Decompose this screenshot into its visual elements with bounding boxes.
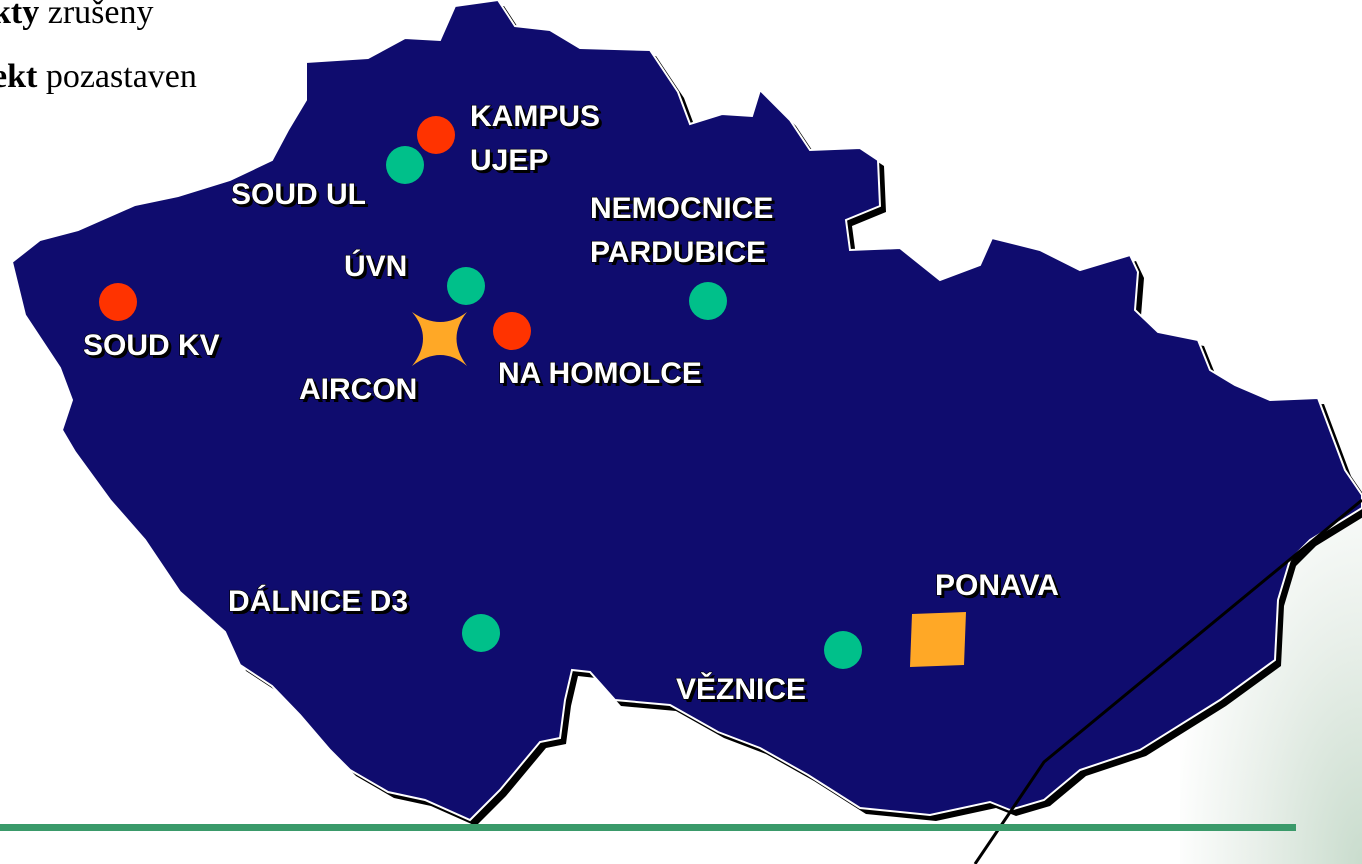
legend-cancelled-text: zrušeny (39, 0, 154, 31)
marker-na-homolce[interactable] (493, 312, 531, 350)
legend-suspended-bold: ekt (0, 58, 38, 95)
label-ponava: PONAVA PONAVA (934, 568, 1062, 605)
svg-text:AIRCON: AIRCON (302, 376, 420, 409)
marker-veznice[interactable] (824, 631, 862, 669)
label-nemocnice: NEMOCNICE (590, 192, 773, 225)
label-veznice-text: VĚZNICE (676, 672, 806, 706)
svg-text:PONAVA: PONAVA (938, 572, 1062, 605)
label-soud-ul-text: SOUD UL (231, 178, 366, 211)
map-territory (10, 0, 1362, 822)
marker-uvn[interactable] (447, 267, 485, 305)
svg-text:PARDUBICE: PARDUBICE (593, 239, 769, 272)
label-uvn-text: ÚVN (344, 249, 407, 283)
marker-dalnice-d3[interactable] (462, 614, 500, 652)
marker-nemocnice-pardubice[interactable] (689, 282, 727, 320)
legend-cancelled-bold: kty (0, 0, 40, 31)
label-veznice: VĚZNICE VĚZNICE (675, 671, 809, 709)
label-pardubice: PARDUBICE (590, 236, 766, 269)
label-soud-kv: SOUD KV SOUD KV (82, 328, 223, 365)
marker-soud-ul[interactable] (386, 146, 424, 184)
marker-kampus-ujep[interactable] (417, 116, 455, 154)
marker-soud-kv[interactable] (99, 283, 137, 321)
label-ponava-text: PONAVA (935, 569, 1059, 602)
svg-text:KAMPUS: KAMPUS (473, 103, 603, 136)
marker-ponava-square[interactable] (910, 612, 966, 667)
label-dalnice-d3-text: DÁLNICE D3 (228, 584, 408, 618)
label-uvn: ÚVN ÚVN (343, 248, 410, 286)
label-soud-kv-text: SOUD KV (83, 329, 220, 362)
label-aircon-text: AIRCON (299, 373, 417, 406)
label-kampus: KAMPUS (470, 100, 600, 133)
svg-text:NA HOMOLCE: NA HOMOLCE (501, 360, 705, 393)
label-soud-ul: SOUD UL SOUD UL (230, 177, 369, 214)
label-kampus-ujep: KAMPUS KAMPUS UJEP UJEP (469, 99, 603, 180)
svg-text:SOUD KV: SOUD KV (86, 332, 223, 365)
legend-suspended: ekt pozastaven (0, 60, 197, 94)
svg-text:ÚVN: ÚVN (347, 252, 410, 286)
svg-text:NEMOCNICE: NEMOCNICE (593, 195, 776, 228)
label-dalnice-d3: DÁLNICE D3 DÁLNICE D3 (227, 583, 411, 621)
label-nemocnice-pardubice: NEMOCNICE NEMOCNICE PARDUBICE PARDUBICE (589, 191, 776, 272)
marker-aircon-star[interactable] (412, 312, 467, 366)
label-ujep: UJEP (470, 144, 548, 177)
legend-suspended-text: pozastaven (37, 58, 197, 95)
svg-text:DÁLNICE D3: DÁLNICE D3 (231, 587, 411, 621)
label-na-homolce-text: NA HOMOLCE (498, 357, 702, 390)
svg-text:VĚZNICE: VĚZNICE (679, 675, 809, 709)
legend-cancelled: kty zrušeny (0, 0, 153, 30)
label-na-homolce: NA HOMOLCE NA HOMOLCE (497, 356, 705, 393)
svg-text:SOUD UL: SOUD UL (234, 181, 369, 214)
slide-divider-line (0, 824, 1296, 831)
label-aircon: AIRCON AIRCON (298, 372, 420, 409)
svg-text:UJEP: UJEP (473, 147, 551, 180)
